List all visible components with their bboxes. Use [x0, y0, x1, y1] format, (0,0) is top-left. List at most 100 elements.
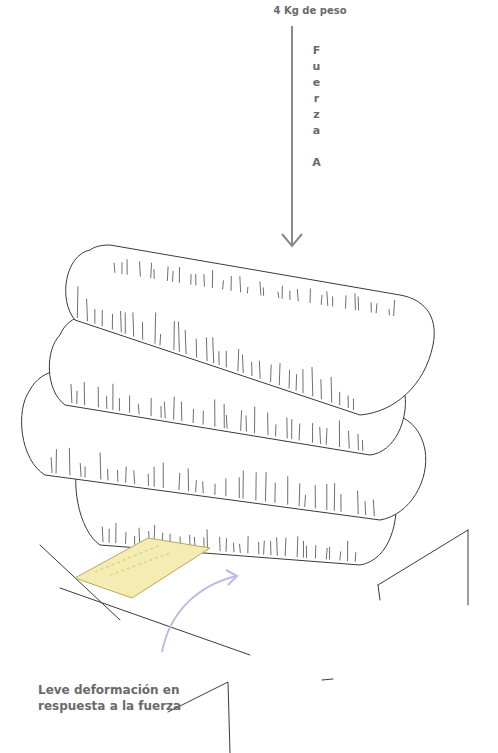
hatch-stroke [218, 351, 219, 365]
hatch-stroke [276, 537, 278, 555]
hatch-stroke [320, 379, 322, 399]
hatch-stroke [214, 400, 215, 427]
hatch-stroke [240, 410, 242, 431]
hatch-stroke [133, 470, 135, 484]
hatch-stroke [179, 267, 180, 283]
hatch-stroke [106, 396, 107, 409]
hatch-stroke [120, 311, 122, 332]
hatch-stroke [125, 532, 127, 544]
hatch-stroke [297, 536, 299, 557]
hatch-stroke [163, 463, 164, 488]
hatch-stroke [107, 469, 108, 481]
hatch-stroke [239, 276, 241, 292]
hatch-stroke [275, 424, 276, 436]
hatch-stroke [263, 541, 265, 555]
hatch-stroke [94, 309, 95, 323]
hatch-stroke [193, 409, 194, 423]
table-edge [60, 588, 250, 655]
hatch-stroke [121, 262, 122, 273]
hatch-stroke [195, 480, 197, 492]
hatch-stroke [150, 263, 152, 279]
hatch-stroke [178, 322, 180, 352]
hatch-stroke [203, 411, 204, 425]
hatch-stroke [357, 434, 359, 450]
hatch-stroke [159, 334, 161, 345]
hatch-stroke [167, 267, 169, 281]
hatch-stroke [326, 428, 328, 445]
hatch-stroke [196, 339, 197, 358]
hatch-stroke [112, 384, 113, 410]
hatch-stroke [127, 259, 128, 274]
weight-label: 4 Kg de peso [250, 4, 370, 17]
foam-sheet [75, 538, 210, 598]
hatch-stroke [84, 382, 85, 405]
hatch-stroke [255, 472, 256, 500]
hatch-stroke [315, 485, 316, 508]
hatch-stroke [315, 545, 316, 558]
hatch-stroke [258, 542, 259, 554]
hatch-stroke [376, 303, 378, 313]
hatch-stroke [247, 536, 248, 553]
hatch-stroke [354, 293, 356, 310]
hatch-stroke [289, 291, 290, 300]
hatch-stroke [348, 431, 350, 449]
hatch-stroke [259, 361, 261, 379]
hatch-stroke [202, 481, 204, 493]
hatch-stroke [358, 296, 359, 310]
hatch-stroke [85, 466, 86, 477]
hatch-stroke [115, 523, 116, 543]
hatch-stroke [312, 423, 313, 442]
cushion [66, 245, 435, 415]
hatch-stroke [219, 537, 221, 551]
hatch-stroke [270, 541, 271, 555]
hatch-stroke [270, 364, 272, 382]
hatch-stroke [345, 295, 347, 308]
hatch-stroke [334, 483, 335, 511]
hatch-stroke [231, 276, 232, 291]
table [40, 530, 468, 753]
hatch-stroke [160, 406, 161, 418]
hatch-stroke [239, 544, 241, 553]
hatch-stroke [310, 288, 311, 303]
hatch-stroke [339, 420, 340, 447]
hatch-stroke [125, 467, 127, 483]
hatch-stroke [139, 261, 141, 276]
hatch-stroke [203, 274, 205, 286]
hatch-stroke [69, 448, 71, 475]
hatch-stroke [297, 289, 299, 301]
hatch-stroke [151, 398, 152, 416]
hatch-stroke [237, 349, 239, 371]
hatch-stroke [114, 263, 116, 273]
hatch-stroke [321, 295, 323, 305]
hatch-stroke [178, 473, 180, 490]
hatch-stroke [190, 274, 191, 284]
hatch-stroke [371, 302, 372, 312]
hatch-stroke [259, 281, 261, 295]
hatch-stroke [340, 494, 341, 512]
hatch-stroke [102, 527, 104, 543]
hatch-stroke [109, 529, 110, 543]
hatch-stroke [80, 463, 82, 477]
hatch-stroke [277, 292, 279, 298]
hatch-stroke [348, 396, 349, 409]
hatch-stroke [286, 418, 287, 439]
hatch-stroke [306, 546, 307, 558]
hatch-stroke [331, 377, 333, 403]
hatch-stroke [117, 470, 118, 482]
hatch-stroke [274, 483, 275, 503]
hatch-stroke [263, 287, 264, 295]
hatch-stroke [181, 402, 182, 422]
arrow-head [226, 570, 237, 585]
hatch-stroke [339, 551, 341, 560]
hatch-stroke [153, 269, 154, 279]
hatch-stroke [291, 419, 292, 439]
hatch-stroke [226, 538, 228, 551]
hatch-stroke [246, 416, 247, 432]
hatch-stroke [132, 312, 134, 336]
hatch-stroke [125, 312, 126, 333]
hatch-stroke [242, 355, 244, 374]
cushion-stack [22, 245, 435, 565]
hatch-stroke [299, 483, 301, 506]
hatch-stroke [173, 397, 175, 420]
